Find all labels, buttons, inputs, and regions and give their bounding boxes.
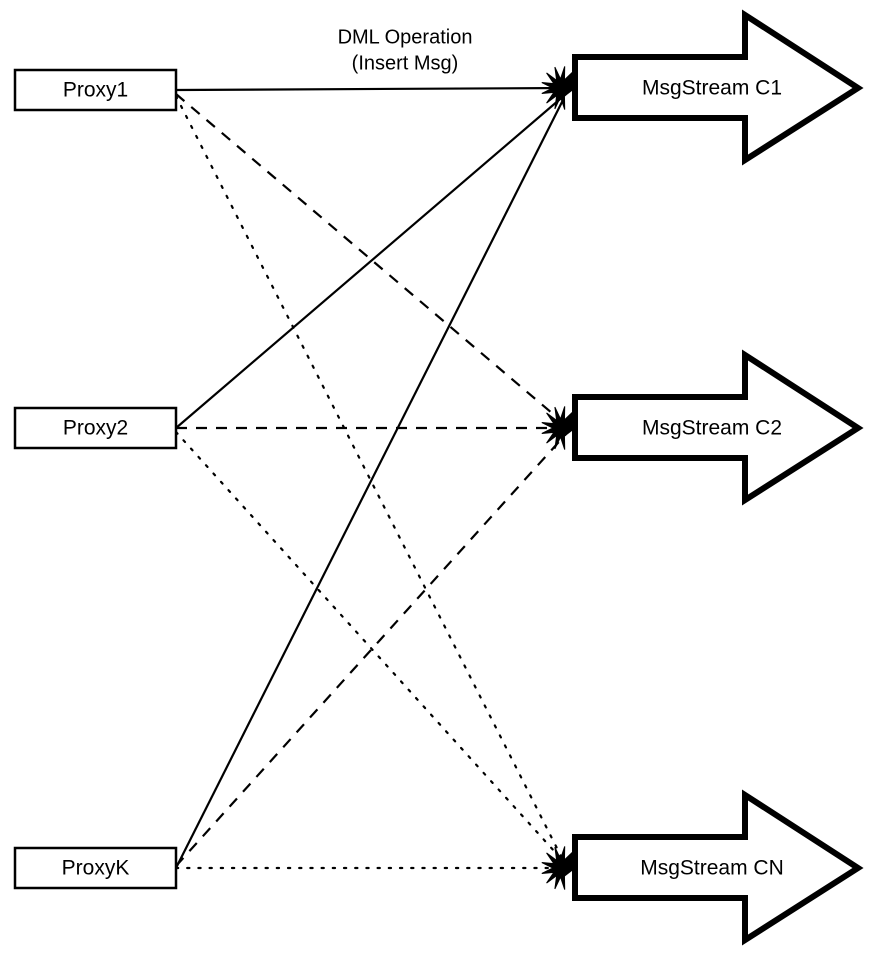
connector-line-solid: [175, 86, 569, 92]
msgstream-arrow-shape: [572, 789, 864, 946]
proxy-box-shape: [13, 406, 178, 450]
arrowhead-head-c2: [541, 406, 576, 450]
msgstream-layer: MsgStream C1 MsgStream C2 MsgStream CN: [572, 9, 864, 946]
connector-p2-cn: [174, 430, 566, 864]
connector-p1-c2: [175, 93, 567, 426]
proxy-node-proxyK[interactable]: ProxyK: [13, 846, 178, 890]
msgstream-stream_cn[interactable]: MsgStream CN: [572, 789, 864, 946]
msgstream-label: MsgStream CN: [640, 857, 784, 880]
connector-pk-c2: [175, 433, 567, 867]
msgstream-stream_c2[interactable]: MsgStream C2: [572, 349, 864, 506]
msgstream-stream_c1[interactable]: MsgStream C1: [572, 9, 864, 166]
proxy-node-proxy1[interactable]: Proxy1: [13, 68, 178, 112]
msgstream-arrow-shape: [572, 349, 864, 506]
proxy-label: Proxy1: [63, 79, 128, 102]
arrowhead-head-cn: [541, 846, 576, 890]
connector-line-dashed: [175, 433, 567, 867]
connector-p1-cn: [174, 94, 566, 864]
connector-p1-c1: [175, 86, 569, 92]
connector-line-solid: [175, 93, 567, 429]
proxy-box-shape: [13, 846, 178, 890]
proxy-label: Proxy2: [63, 417, 128, 440]
arrowhead-layer: [541, 66, 576, 890]
msgstream-label: MsgStream C2: [642, 417, 782, 440]
arrowhead-head-c1: [541, 66, 576, 110]
msgstream-label: MsgStream C1: [642, 77, 782, 100]
connector-line-dotted: [174, 430, 566, 864]
proxy-label: ProxyK: [62, 857, 130, 880]
connector-layer: [174, 86, 569, 870]
connector-line-dotted: [174, 94, 566, 864]
connector-p2-c1: [175, 93, 567, 429]
connector-pk-c1: [175, 97, 565, 869]
connector-line-dashed: [175, 93, 567, 426]
caption-line-1: DML Operation: [338, 26, 473, 48]
proxy-box-shape: [13, 68, 178, 112]
msgstream-arrow-shape: [572, 9, 864, 166]
proxy-node-proxy2[interactable]: Proxy2: [13, 406, 178, 450]
dml-operation-caption: DML Operation (Insert Msg): [338, 26, 473, 74]
connector-line-solid: [175, 97, 565, 869]
caption-line-2: (Insert Msg): [352, 52, 459, 74]
